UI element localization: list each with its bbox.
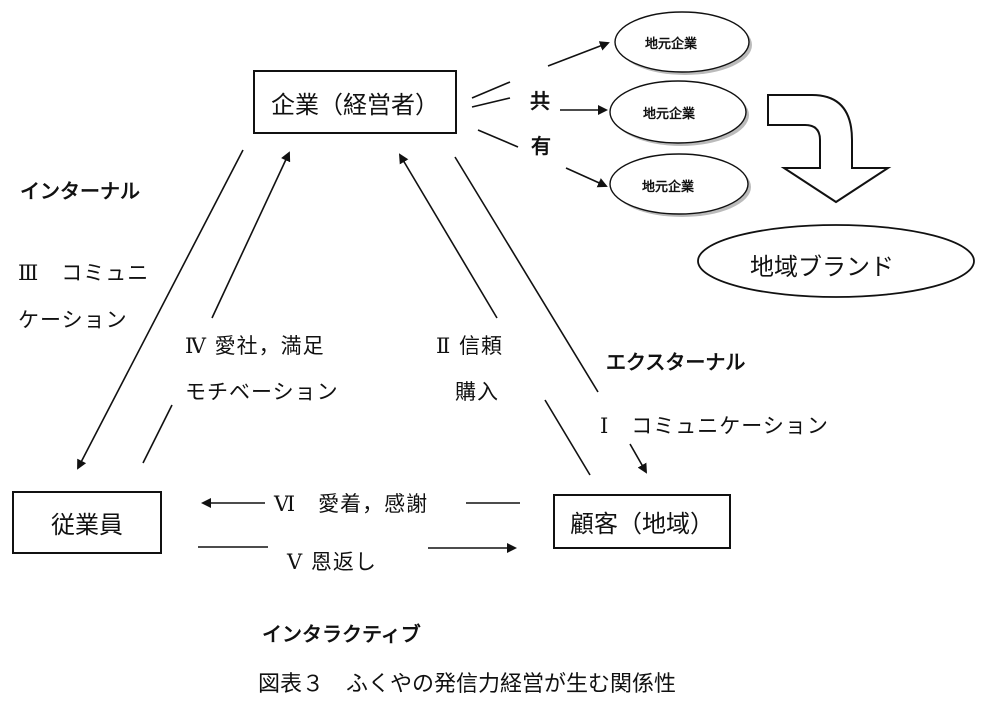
arrow-iii (77, 149, 244, 470)
edge-label-iii-1: Ⅲ コミュニ (18, 261, 150, 285)
customer-label: 顧客（地域） (570, 510, 714, 538)
customer-box: 顧客（地域） (553, 494, 731, 549)
employee-label: 従業員 (51, 511, 123, 539)
regional-brand-ellipse (697, 224, 975, 298)
regional-brand-label: 地域ブランド (750, 253, 894, 281)
arrow-ii-lower (544, 399, 591, 476)
edge-label-i: Ⅰ コミュニケーション (600, 414, 829, 438)
arrow-iv-lower (142, 404, 173, 464)
section-internal: インターナル (20, 179, 140, 203)
figure-caption: 図表３ ふくやの発信力経営が生む関係性 (258, 672, 677, 697)
company-label: 企業（経営者） (271, 90, 439, 119)
edge-label-ii-2: 購入 (455, 380, 499, 404)
local-company-label-2: 地元企業 (643, 107, 696, 122)
edge-label-ii-1: Ⅱ 信頼 (436, 334, 503, 358)
arrow-iv-upper (211, 151, 291, 319)
share-char-2: 有 (531, 134, 551, 158)
local-company-ellipse-1 (614, 11, 752, 75)
company-box: 企業（経営者） (253, 70, 457, 134)
share-char-1: 共 (530, 89, 550, 113)
section-interactive: インタラクティブ (262, 622, 421, 646)
edge-label-iv-1: Ⅳ 愛社，満足 (185, 334, 325, 358)
local-company-label-3: 地元企業 (642, 180, 695, 195)
arrow-i-lower (629, 443, 647, 474)
local-company-ellipse-3 (609, 153, 751, 217)
curved-arrow (767, 94, 892, 204)
local-company-ellipse-2 (609, 80, 749, 146)
edge-label-vi: Ⅵ 愛着，感謝 (274, 492, 429, 516)
employee-box: 従業員 (12, 491, 162, 554)
edge-label-v: Ⅴ 恩返し (287, 550, 377, 574)
arrow-share-bottom (565, 167, 608, 188)
edge-label-iv-2: モチベーション (185, 380, 339, 404)
arrow-ii (398, 153, 498, 319)
arrow-i-upper (454, 156, 599, 393)
arrow-share-top (547, 41, 610, 67)
edge-label-iii-2: ケーション (18, 308, 128, 332)
section-external: エクスターナル (606, 350, 746, 374)
local-company-label-1: 地元企業 (645, 37, 698, 52)
